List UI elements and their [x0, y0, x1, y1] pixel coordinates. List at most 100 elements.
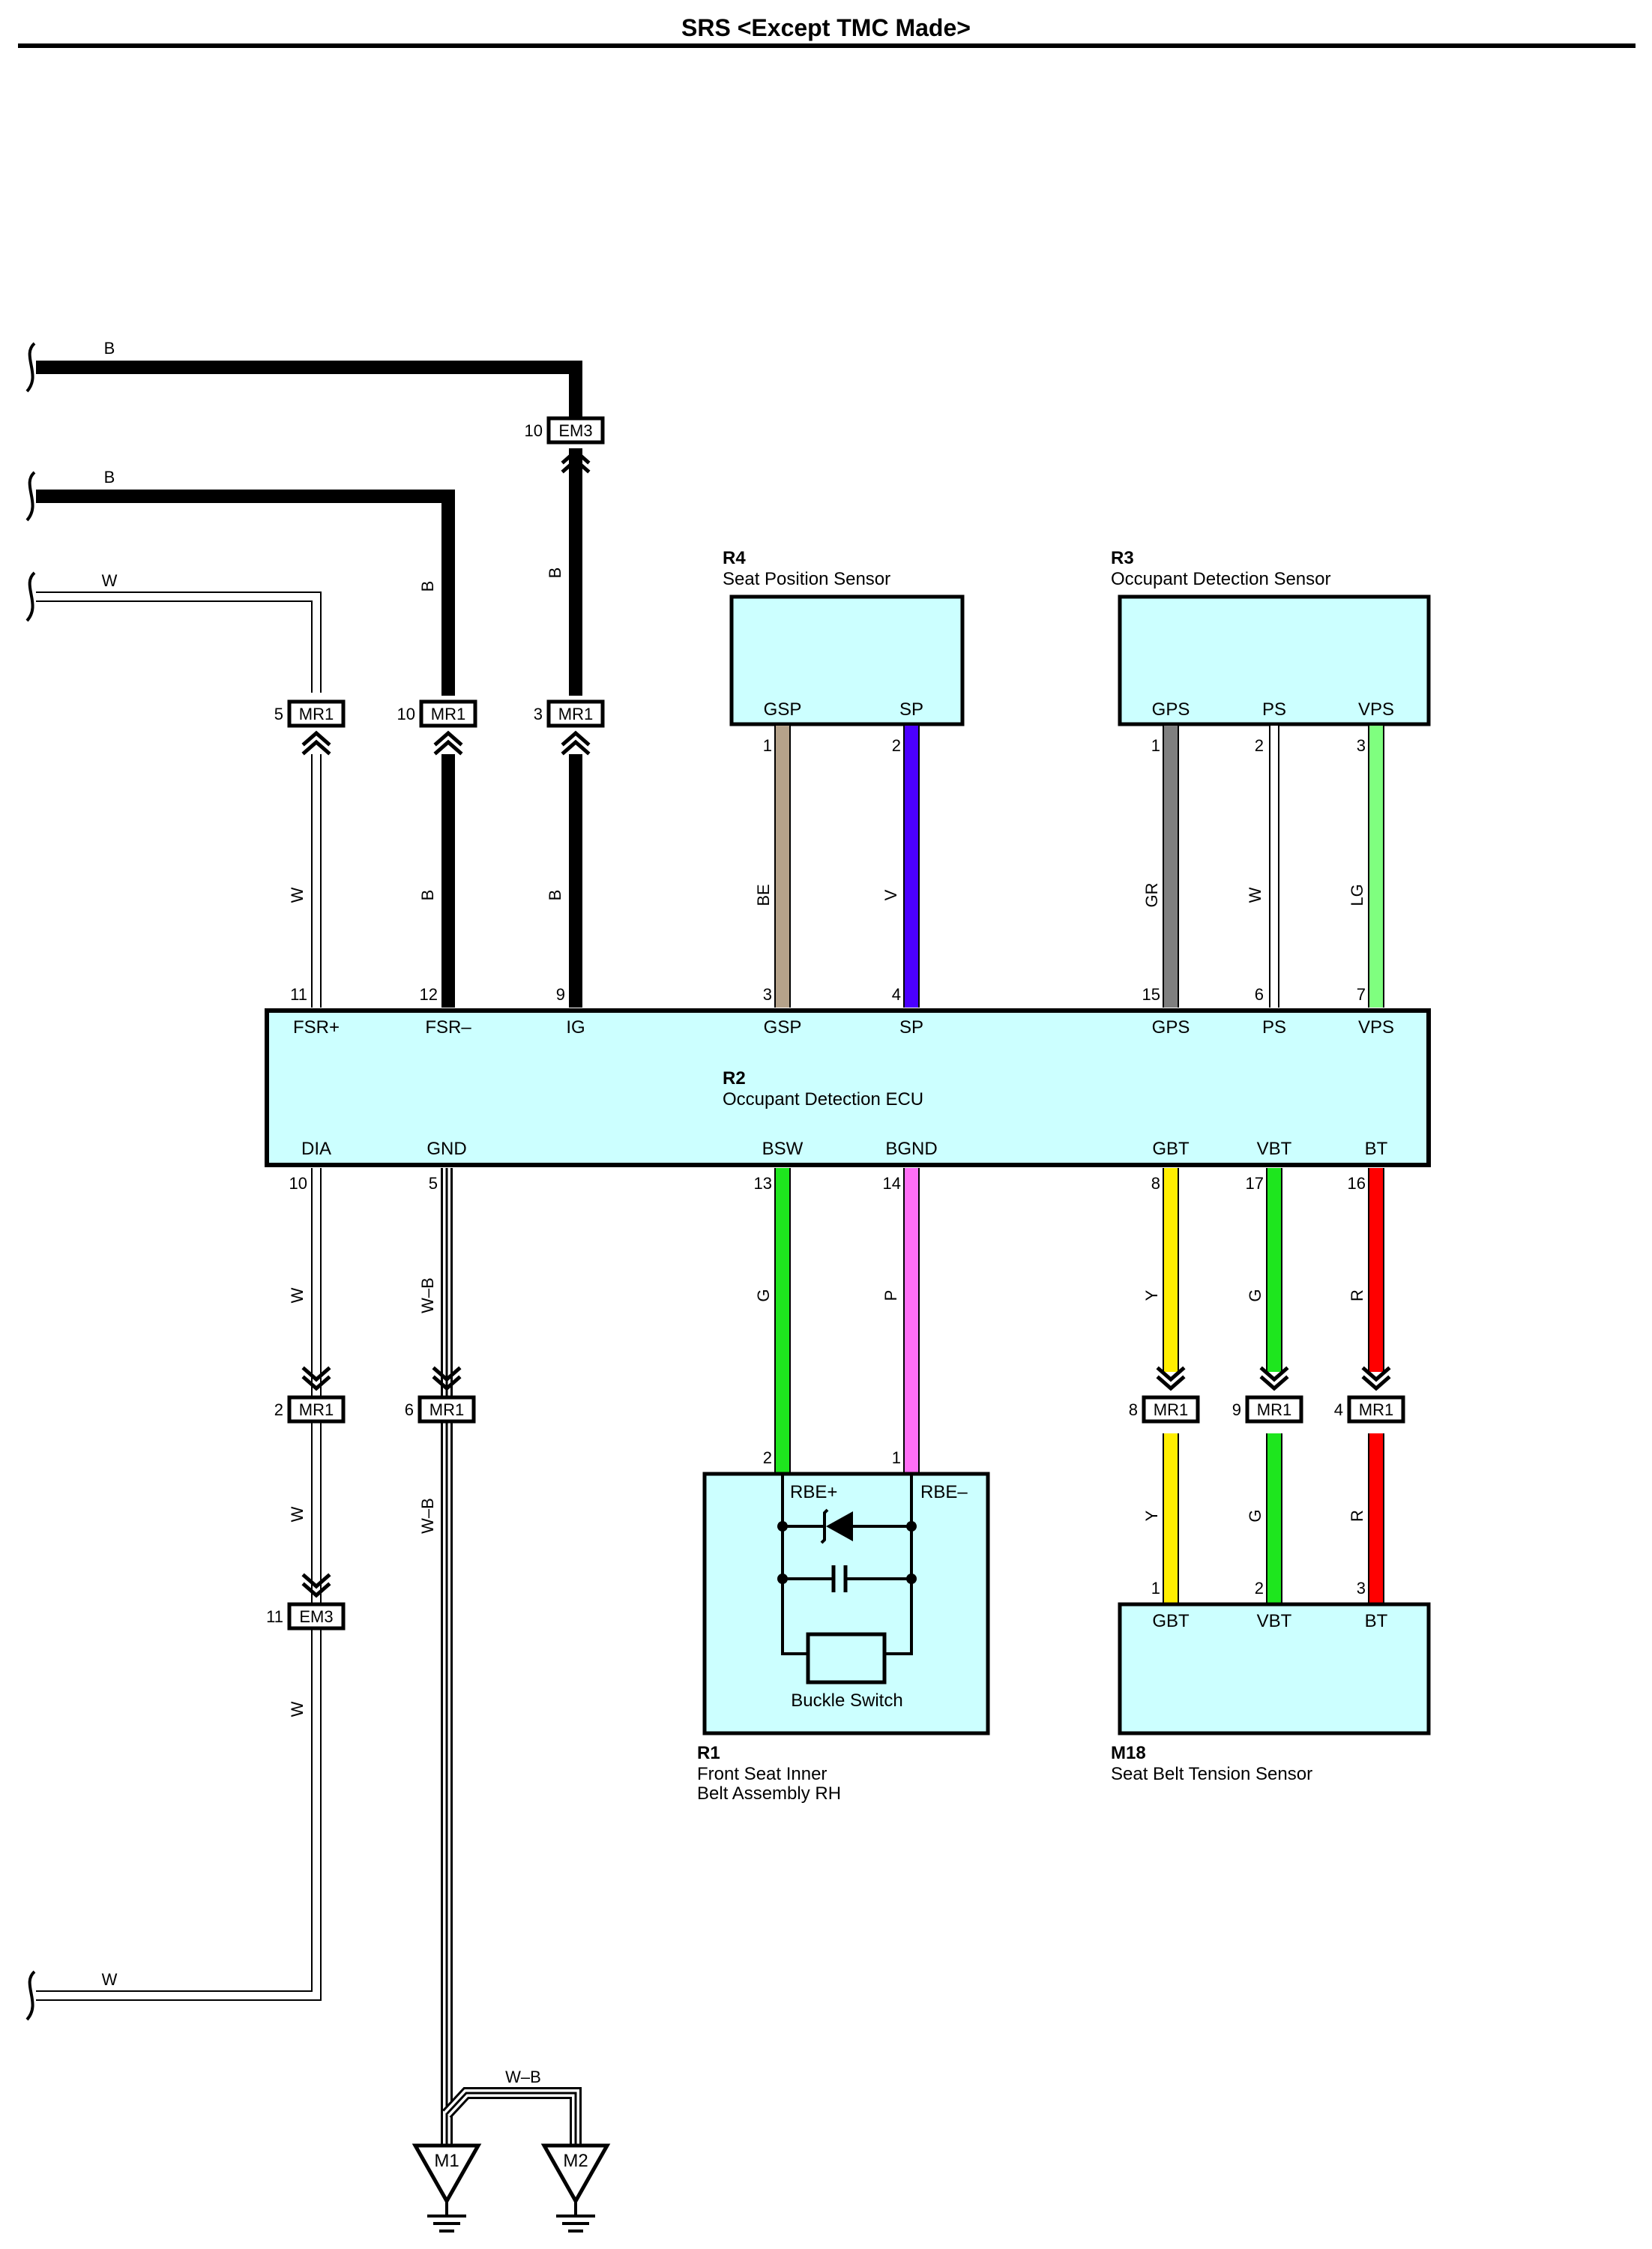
- wire-label-dia-1: W: [288, 1287, 307, 1303]
- r2-pin-dia: DIA: [301, 1139, 331, 1159]
- wire-label-bt-2: R: [1348, 1510, 1366, 1522]
- r1-pin-rbe-plus: RBE+: [790, 1482, 837, 1502]
- r3-pin-num-2: 2: [1255, 736, 1264, 755]
- r3-pin-num-3: 3: [1357, 736, 1366, 755]
- svg-text:10: 10: [397, 705, 415, 723]
- svg-text:MR1: MR1: [1154, 1400, 1188, 1419]
- r2-bottom-num-vbt: 17: [1246, 1174, 1264, 1193]
- r2-pin-fsrm: FSR–: [425, 1017, 471, 1038]
- r3-id: R3: [1111, 548, 1134, 568]
- r1-pin-num-2: 2: [763, 1448, 772, 1467]
- r2-bottom-num-bt: 16: [1348, 1174, 1366, 1193]
- m18-name: Seat Belt Tension Sensor: [1111, 1764, 1312, 1784]
- connector-mr1-fsrp: MR1 5: [274, 699, 346, 753]
- capacitor-icon: [831, 1565, 848, 1592]
- m18-id: M18: [1111, 1743, 1146, 1763]
- r2-top-num-sp: 4: [892, 985, 901, 1004]
- wire-label-fsrm-upper: B: [418, 581, 437, 592]
- wire-label-vbt-1: G: [1246, 1289, 1264, 1301]
- svg-text:3: 3: [534, 705, 543, 723]
- r3-pin-vps: VPS: [1358, 699, 1394, 720]
- buckle-switch-icon: [806, 1632, 887, 1685]
- svg-text:8: 8: [1129, 1400, 1138, 1419]
- r2-bottom-num-gnd: 5: [429, 1174, 438, 1193]
- wire-label-dia-2: W: [288, 1506, 307, 1522]
- r2-pin-gps: GPS: [1152, 1017, 1190, 1038]
- wire-label-gsp: BE: [754, 884, 773, 906]
- junction-dots: [777, 1521, 917, 1584]
- svg-text:2: 2: [274, 1400, 283, 1419]
- r4-id: R4: [723, 548, 746, 568]
- r2-pin-ig: IG: [566, 1017, 585, 1038]
- r2-pin-vps: VPS: [1358, 1017, 1394, 1038]
- connector-mr1-gnd: MR1 6: [405, 1369, 476, 1424]
- r2-pin-bt: BT: [1365, 1139, 1388, 1159]
- page-title: SRS <Except TMC Made>: [681, 14, 971, 41]
- r2-top-num-fsrp: 11: [290, 985, 307, 1004]
- r2-top-num-ig: 9: [556, 985, 565, 1004]
- wire-label-fsrp: W: [288, 887, 307, 903]
- r2-top-num-gsp: 3: [763, 985, 772, 1004]
- svg-text:MR1: MR1: [299, 705, 334, 723]
- r2-top-num-fsrm: 12: [420, 985, 438, 1004]
- wire-label-ig-upper: B: [546, 567, 564, 579]
- ground-m1: M1: [412, 2143, 482, 2233]
- wire-dia: [25, 1168, 322, 2021]
- wire-label-w-bottom: W: [102, 1970, 118, 1989]
- zener-diode-icon: [820, 1508, 853, 1544]
- m18-pin-gbt: GBT: [1152, 1611, 1190, 1631]
- wire-label-w-top: W: [102, 571, 118, 590]
- connector-mr1-fsrm: MR1 10: [397, 699, 477, 753]
- wire-label-b2: B: [104, 468, 115, 487]
- wire-label-bsw: G: [754, 1289, 773, 1301]
- r2-top-num-ps: 6: [1255, 985, 1264, 1004]
- r2-pin-gbt: GBT: [1152, 1139, 1190, 1159]
- wire-label-fsrm: B: [418, 890, 437, 901]
- svg-text:MR1: MR1: [558, 705, 593, 723]
- svg-text:MR1: MR1: [299, 1400, 334, 1419]
- r4-pin-num-2: 2: [892, 736, 901, 755]
- r3-name: Occupant Detection Sensor: [1111, 569, 1331, 589]
- wire-label-ig: B: [546, 890, 564, 901]
- r3-pin-ps: PS: [1262, 699, 1286, 720]
- connector-em3-top: EM3 10: [525, 416, 605, 471]
- connector-mr1-vbt: MR1 9: [1232, 1369, 1303, 1424]
- ground-m2: M2: [540, 2143, 611, 2233]
- connector-mr1-gbt: MR1 8: [1129, 1369, 1200, 1424]
- svg-text:MR1: MR1: [431, 705, 465, 723]
- wire-label-vbt-2: G: [1246, 1509, 1264, 1522]
- m18-pin-bt: BT: [1365, 1611, 1388, 1631]
- r2-pin-gsp: GSP: [764, 1017, 802, 1038]
- wire-label-gnd-2: W–B: [418, 1498, 437, 1534]
- connector-em3-dia: EM3 11: [266, 1576, 346, 1631]
- title-rule: [18, 43, 1636, 48]
- m18-pin-num-3: 3: [1357, 1579, 1366, 1598]
- r4-name: Seat Position Sensor: [723, 569, 890, 589]
- r2-bottom-num-gbt: 8: [1151, 1174, 1160, 1193]
- r2-pin-bgnd: BGND: [885, 1139, 937, 1159]
- svg-text:MR1: MR1: [429, 1400, 464, 1419]
- wire-b-ig-feed: [25, 342, 582, 417]
- m18-pin-num-1: 1: [1151, 1579, 1160, 1598]
- buckle-switch-label: Buckle Switch: [791, 1690, 902, 1711]
- r2-top-num-vps: 7: [1357, 985, 1366, 1004]
- r2-top-num-gps: 15: [1142, 985, 1160, 1004]
- svg-text:M1: M1: [434, 2151, 459, 2171]
- m18-pin-num-2: 2: [1255, 1579, 1264, 1598]
- wire-w-fsrp-feed: [25, 571, 322, 693]
- r2-bottom-num-dia: 10: [289, 1174, 307, 1193]
- wire-b-fsrm-feed: [25, 471, 455, 696]
- r2-bottom-num-bsw: 13: [754, 1174, 772, 1193]
- svg-text:5: 5: [274, 705, 283, 723]
- r4-seat-position-sensor: [729, 594, 965, 726]
- wire-label-ps: W: [1246, 887, 1264, 903]
- r1-id: R1: [697, 1743, 720, 1763]
- r3-pin-gps: GPS: [1152, 699, 1190, 720]
- wire-gnd: [441, 1168, 582, 2150]
- r4-pin-sp: SP: [899, 699, 923, 720]
- r2-pin-fsrp: FSR+: [293, 1017, 340, 1038]
- svg-text:MR1: MR1: [1359, 1400, 1393, 1419]
- r2-id: R2: [723, 1068, 746, 1089]
- wire-label-gbt-1: Y: [1142, 1289, 1161, 1301]
- wire-label-gnd-m2: W–B: [505, 2068, 541, 2086]
